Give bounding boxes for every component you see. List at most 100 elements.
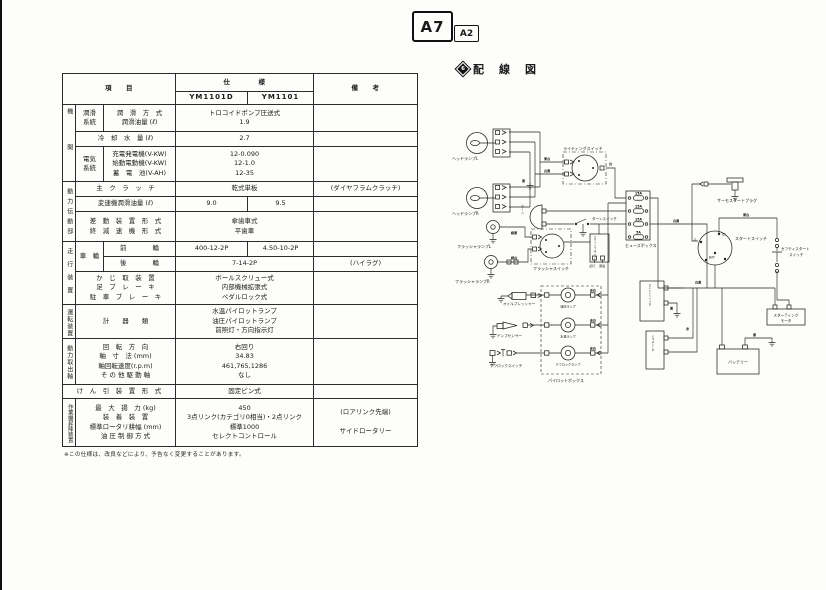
start-switch-label: スタートスイッチ (735, 235, 767, 241)
wiring-diagram: ヘッドランプL ヘッドランプR フラッシャランプL フラッシャランプR (452, 128, 810, 383)
terminal-st-label: ST (722, 233, 726, 237)
item-pto: 回 転 方 向 軸 寸 法 (mm) 軸回転速度(r.p.m) そ の 他 駆 … (74, 338, 177, 385)
sub-lubrication: 潤滑 系統 (75, 104, 104, 132)
item-rear-wheel: 後 輪 (102, 256, 177, 272)
headlamp-l-icon (466, 128, 511, 158)
spec-table: 項 目 仕 様 備 考 YM1101D YM1101 機関 潤滑 系統 潤 滑 … (61, 73, 419, 447)
pilot-box-label: パイロットボックス (548, 377, 584, 383)
horn-icon (529, 204, 547, 230)
value-lubrication: トロコイドポンプ圧送式 1.9 (175, 104, 315, 132)
value-front-b: 4.50-10-2P (247, 241, 315, 257)
value-pto: 右回り 34.83 461,765,1286 なし (175, 338, 315, 385)
item-lift: 最 大 揚 力 (kg) 装 着 装 置 標準ロータリ耕幅 (mm) 油 圧 制… (74, 398, 177, 447)
value-drawbar: 固定ピン式 (175, 384, 315, 399)
starting-motor-label-2: モータ (781, 318, 792, 323)
current-limiter-label: カレントリミッタ (648, 283, 652, 306)
fuse-1-label: 15A (635, 192, 642, 196)
turn-switch-label: ターンスイッチ (592, 216, 617, 221)
value-rear: 7-14-2P (175, 256, 315, 272)
flasher-lamp-l-label: フラッシャランプL (457, 243, 492, 249)
group-running-gear: 走行装置 (62, 241, 76, 305)
page-tag-a7: A7 (412, 11, 453, 42)
lighting-switch-icon (562, 151, 607, 185)
horn-label: ホーン (520, 205, 524, 215)
wire-label: 黒 (522, 178, 526, 183)
difflock-switch-icon (489, 349, 518, 357)
header-remark: 備 考 (313, 73, 419, 105)
starting-motor-label-1: スターティング (774, 313, 799, 318)
header-spec: 仕 様 (175, 73, 315, 92)
headlamp-r-icon (466, 183, 511, 213)
wire-color-labels: 青白 白黒 黒 白 緑黒 緑白 白黒 赤白 赤白 赤白 黒 赤 青白 黒 白黒 (510, 156, 757, 351)
remark-cell (313, 211, 419, 242)
value-electrical: 12-0.090 12-1.0 12-35 (175, 146, 315, 182)
remark-cell (313, 196, 419, 212)
oil-pressure-label: オイルプレッシャー (503, 301, 536, 306)
wire-label: 赤白 (590, 346, 596, 351)
remark-clutch: (ダイヤフラムクラッチ) (313, 181, 419, 197)
remark-cell (313, 271, 419, 305)
item-clutch: 主 ク ラ ッ チ (74, 181, 177, 197)
group-engine: 機関 (62, 104, 76, 182)
wire-label: 赤白 (590, 318, 596, 323)
fuse-box-icon (625, 190, 651, 241)
value-trans-oil-a: 9.0 (175, 196, 249, 212)
remark-cell (313, 384, 419, 399)
value-differential: 傘歯車式 平歯車 (175, 211, 315, 242)
remark-cell (313, 241, 419, 257)
page-tag-a2-label: A2 (459, 28, 474, 39)
model-ym1101: YM1101 (247, 91, 315, 105)
flasher-unit-icon (589, 233, 610, 263)
spec-row: 機関 潤滑 系統 潤 滑 方 式 潤滑油量 (ℓ) トロコイドポンプ圧送式 1.… (62, 104, 419, 182)
spec-row: 変速機潤滑油量 (ℓ) 9.0 9.5 (63, 196, 419, 212)
oil-pressure-icon (507, 292, 543, 300)
flasher-unit-label: フラッシャユニット (593, 235, 597, 261)
flasher-lamp-l-icon (486, 220, 500, 234)
spec-header-row: 項 目 仕 様 備 考 (61, 73, 419, 105)
fuse-4-label: 5A (636, 231, 641, 235)
wire-label: 白 (609, 161, 612, 166)
pilot-box-icon (540, 285, 602, 375)
group-pto: 動力取出軸 (62, 338, 76, 385)
wiring-diagram-title-text: 配 線 図 (473, 63, 538, 76)
safety-start-switch-label-1: セフティスタート (781, 246, 810, 251)
wire-label: 赤白 (590, 288, 596, 293)
header-item: 項 目 (61, 73, 177, 105)
wires (490, 131, 790, 360)
item-front-wheel: 前 輪 (102, 241, 177, 257)
turn-switch-icon (574, 218, 590, 226)
spec-row: 走行装置 車 輪 前 輪 400-12-2P 4.50-10-2P (62, 241, 419, 305)
wire-label: 赤 (686, 326, 690, 331)
generator-icon (645, 330, 669, 370)
start-switch-icon (697, 230, 733, 266)
difflock-lamp-label: デフロックランプ (556, 362, 582, 367)
flasher-unit-terminal-b: 通電 (599, 263, 605, 268)
thermostart-plug-icon (698, 177, 744, 191)
terminal-bat-label: BAT (709, 256, 715, 260)
sub-electrical: 電気 系統 (75, 146, 104, 182)
spec-row: け ん 引 装 置 形 式 固定ピン式 (61, 384, 419, 399)
value-clutch: 乾式単板 (175, 181, 315, 197)
wire-label: 緑黒 (510, 230, 518, 235)
battery-icon (716, 344, 760, 375)
value-lift: 450 3点リンク(カテゴリ0相当)・2点リンク 標準1000 セレクトコントロ… (175, 398, 315, 447)
current-limiter-icon (639, 280, 669, 322)
temp-lamp-label: 水温ランプ (560, 334, 576, 339)
lighting-switch-label: ライティングスイッチ (563, 145, 603, 151)
fuse-2-label: 15A (635, 205, 642, 209)
thermostart-plug-label: サーモスタートプラグ (717, 197, 757, 203)
terminal-g-label: G (694, 238, 697, 242)
value-front-a: 400-12-2P (175, 241, 249, 257)
item-differential: 差 動 装 置 形 式 終 減 速 機 形 式 (74, 211, 177, 242)
headlamp-r-label: ヘッドランプR (452, 210, 479, 216)
starting-motor-icon (766, 304, 806, 326)
generator-label: ジェネレータ (651, 334, 655, 352)
wire-label: 緑白 (510, 255, 517, 260)
scan-edge-line (0, 0, 2, 590)
value-steering-brakes: ボールスクリュー式 内部機械拡張式 ペダルロック式 (175, 271, 315, 305)
item-electrical: 充電発電機(V-KW) 始動電動機(V-KW) 蓄 電 池(V-AH) (102, 146, 177, 182)
temp-sensor-icon (496, 321, 535, 330)
fuse-box-label: ヒューズボックス (625, 242, 657, 248)
battery-label: バッテリー (728, 359, 748, 365)
